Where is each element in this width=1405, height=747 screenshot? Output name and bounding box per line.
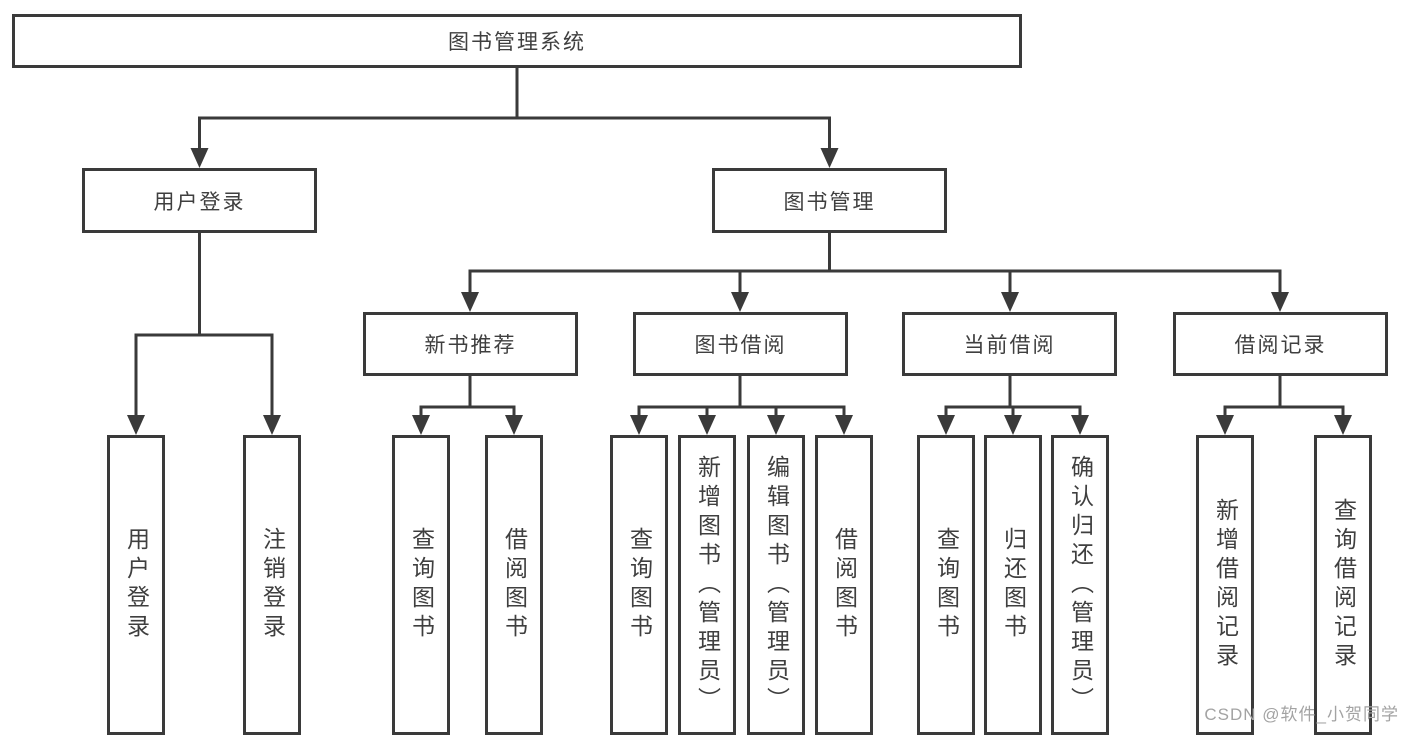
node-borrow-records: 借阅记录 <box>1173 312 1388 376</box>
leaf-label: 用户登录 <box>123 527 150 643</box>
leaf-records-query-record: 查询借阅记录 <box>1314 435 1372 735</box>
connector-root-to-level2 <box>198 68 831 150</box>
node-label: 用户登录 <box>153 190 246 214</box>
leaf-current-confirm-return-admin: 确认归还（管理员） <box>1051 435 1109 735</box>
arrowheads <box>127 148 1352 435</box>
node-label: 图书借阅 <box>694 334 787 357</box>
leaf-borrow-add-books-admin: 新增图书（管理员） <box>678 435 736 735</box>
connector-userlogin-to-leaves <box>134 233 274 417</box>
leaf-label: 查询图书 <box>626 527 653 643</box>
node-label: 借阅记录 <box>1234 334 1327 357</box>
leaf-label: 确认归还（管理员） <box>1067 454 1094 716</box>
node-user-login: 用户登录 <box>82 168 317 233</box>
leaf-label: 新增图书（管理员） <box>694 454 721 716</box>
node-new-book-recommend: 新书推荐 <box>363 312 578 376</box>
leaf-current-query-books: 查询图书 <box>917 435 975 735</box>
leaf-label: 编辑图书（管理员） <box>763 454 790 716</box>
node-library-management-system: 图书管理系统 <box>12 14 1022 68</box>
leaf-records-add-record: 新增借阅记录 <box>1196 435 1254 735</box>
csdn-watermark: CSDN @软件_小贺同学 <box>1204 705 1399 724</box>
connector-borrowrecords-to-leaves <box>1223 376 1345 417</box>
leaf-label: 注销登录 <box>259 527 286 643</box>
leaf-label: 新增借阅记录 <box>1212 498 1239 672</box>
node-book-management: 图书管理 <box>712 168 947 233</box>
leaf-label: 借阅图书 <box>831 527 858 643</box>
leaf-label: 归还图书 <box>1000 527 1027 643</box>
leaf-label: 查询借阅记录 <box>1330 498 1357 672</box>
connector-newbook-to-leaves <box>419 376 516 417</box>
node-current-borrow: 当前借阅 <box>902 312 1117 376</box>
leaf-borrow-borrow-books: 借阅图书 <box>815 435 873 735</box>
leaf-borrow-query-books: 查询图书 <box>610 435 668 735</box>
leaf-borrow-edit-books-admin: 编辑图书（管理员） <box>747 435 805 735</box>
node-label: 图书管理系统 <box>448 31 586 54</box>
connector-bookborrow-to-leaves <box>637 376 846 417</box>
leaf-label: 借阅图书 <box>501 527 528 643</box>
leaf-current-return-books: 归还图书 <box>984 435 1042 735</box>
leaf-newbook-query-books: 查询图书 <box>392 435 450 735</box>
leaf-label: 查询图书 <box>933 527 960 643</box>
leaf-logout: 注销登录 <box>243 435 301 735</box>
connector-bookmgmt-to-level3 <box>468 233 1282 294</box>
node-book-borrow: 图书借阅 <box>633 312 848 376</box>
leaf-user-login: 用户登录 <box>107 435 165 735</box>
connector-currentborrow-to-leaves <box>944 376 1082 417</box>
node-label: 新书推荐 <box>424 334 517 357</box>
node-label: 图书管理 <box>783 190 876 214</box>
node-label: 当前借阅 <box>963 334 1056 357</box>
leaf-label: 查询图书 <box>408 527 435 643</box>
leaf-newbook-borrow-books: 借阅图书 <box>485 435 543 735</box>
